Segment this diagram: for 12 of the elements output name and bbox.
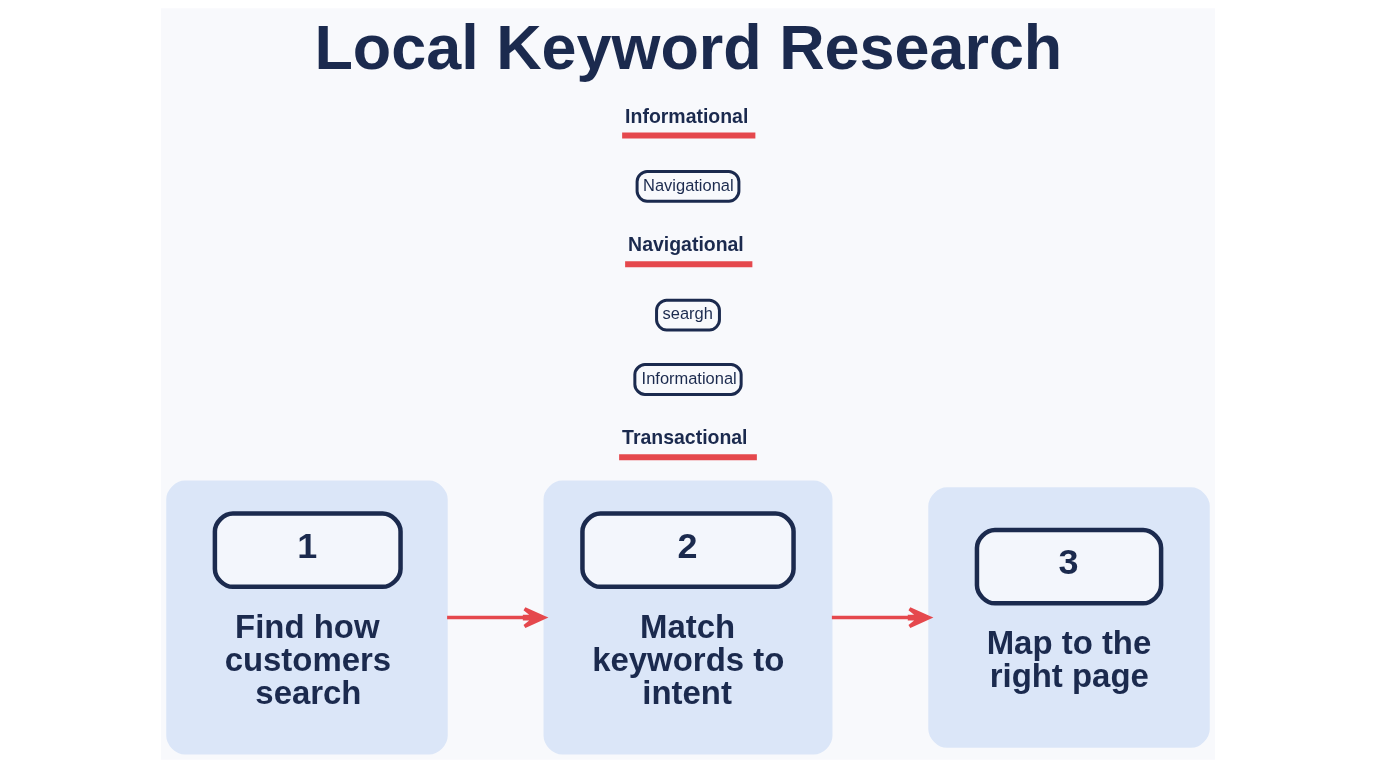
- node-box: 3 Map to the right page: [928, 487, 1210, 748]
- label: Navigational: [643, 175, 734, 194]
- label: seargh: [662, 304, 713, 323]
- node-box: 2 Match keywords to intent: [543, 480, 833, 755]
- label: Transactional: [622, 426, 748, 449]
- node-box: 1 Find how customers search: [166, 480, 448, 755]
- diagram-title: Local Keyword Research: [314, 12, 1063, 82]
- label: Informational: [641, 368, 737, 387]
- label: Navigational: [628, 233, 744, 256]
- label: Informational: [625, 104, 749, 127]
- arrow: [831, 607, 931, 629]
- arrow: [447, 607, 546, 629]
